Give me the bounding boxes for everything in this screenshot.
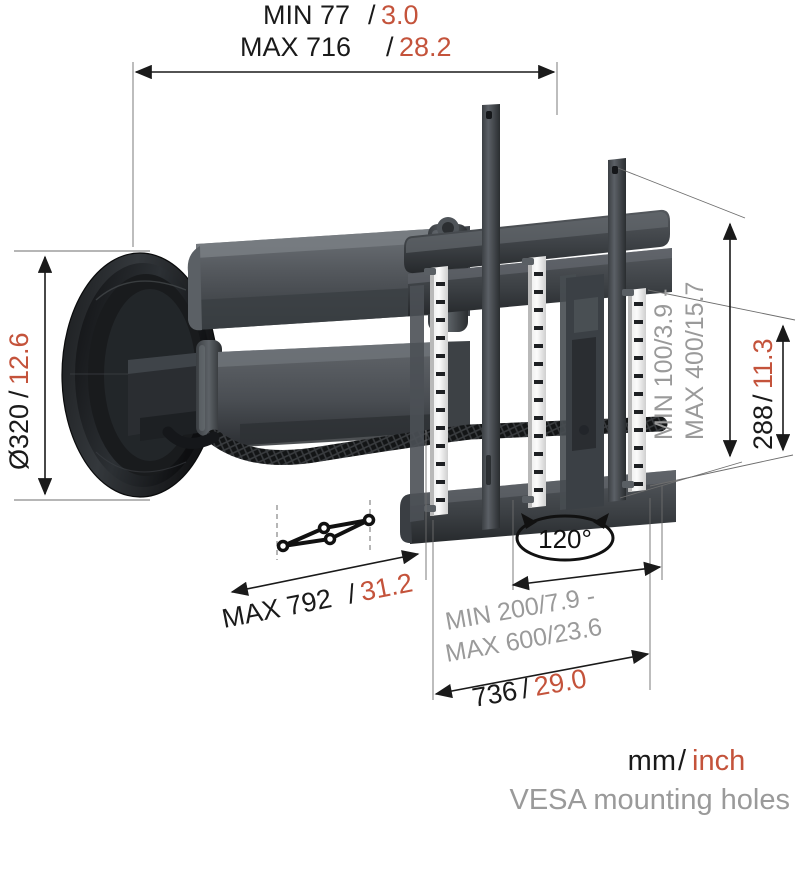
diameter-mm: Ø320 bbox=[4, 404, 34, 470]
max-reach-slash: / bbox=[345, 578, 359, 609]
depth-min-slash: / bbox=[368, 0, 376, 30]
max-reach-inch: 31.2 bbox=[358, 568, 415, 607]
depth-min-label: MIN 77 / 3.0 bbox=[263, 0, 419, 30]
legend-vesa-note: VESA mounting holes bbox=[509, 784, 790, 816]
legend-units: mm / inch bbox=[628, 745, 746, 777]
depth-min-inch: 3.0 bbox=[381, 0, 419, 30]
depth-max-label: MAX 716 / 28.2 bbox=[240, 32, 452, 62]
depth-min-mm: MIN 77 bbox=[263, 0, 350, 30]
depth-max-inch: 28.2 bbox=[399, 32, 452, 62]
panel-width-label: 736 / 29.0 bbox=[470, 663, 589, 713]
center-lock-plate bbox=[566, 274, 604, 510]
panel-width-mm: 736 bbox=[470, 676, 520, 713]
vesa-height-label-line2: MAX 400/15.7 bbox=[681, 282, 709, 440]
diameter-slash: / bbox=[4, 390, 34, 398]
panel-width-inch: 29.0 bbox=[532, 663, 589, 702]
panel-height-mm: 288 bbox=[748, 405, 778, 450]
max-reach-label: MAX 792 / 31.2 bbox=[219, 568, 415, 634]
diameter-inch: 12.6 bbox=[4, 332, 34, 385]
panel-height-slash: / bbox=[748, 394, 778, 402]
panel-height-inch: 11.3 bbox=[748, 338, 778, 389]
vesa-height-min: MIN 100/3.9 - bbox=[650, 289, 678, 440]
rotation-value-label: 120° bbox=[538, 524, 592, 554]
vesa-width-dimension-arrow bbox=[511, 561, 662, 591]
panel-width-slash: / bbox=[519, 673, 532, 704]
rotation-120-symbol bbox=[515, 513, 615, 562]
vesa-height-max: MAX 400/15.7 bbox=[681, 282, 709, 440]
pivot-block bbox=[128, 340, 222, 441]
legend-separator: / bbox=[678, 745, 687, 777]
panel-height-label: 288 / 11.3 bbox=[748, 338, 778, 450]
diameter-label: Ø320 / 12.6 bbox=[4, 332, 34, 470]
depth-max-slash: / bbox=[386, 32, 394, 62]
legend-inch: inch bbox=[692, 745, 745, 777]
panel-width-dimension-arrow bbox=[434, 649, 650, 699]
max-reach-mm: MAX 792 bbox=[219, 583, 334, 634]
max-reach-dimension-arrow bbox=[230, 550, 420, 596]
legend-mm: mm bbox=[628, 745, 676, 777]
vesa-height-label-line1: MIN 100/3.9 - bbox=[650, 289, 678, 440]
top-cross-tube bbox=[404, 209, 670, 274]
vesa-hole-strips bbox=[430, 256, 646, 516]
arm-extension-pictogram bbox=[276, 513, 376, 553]
mount-hardware bbox=[424, 258, 634, 512]
depth-max-mm: MAX 716 bbox=[240, 32, 351, 62]
